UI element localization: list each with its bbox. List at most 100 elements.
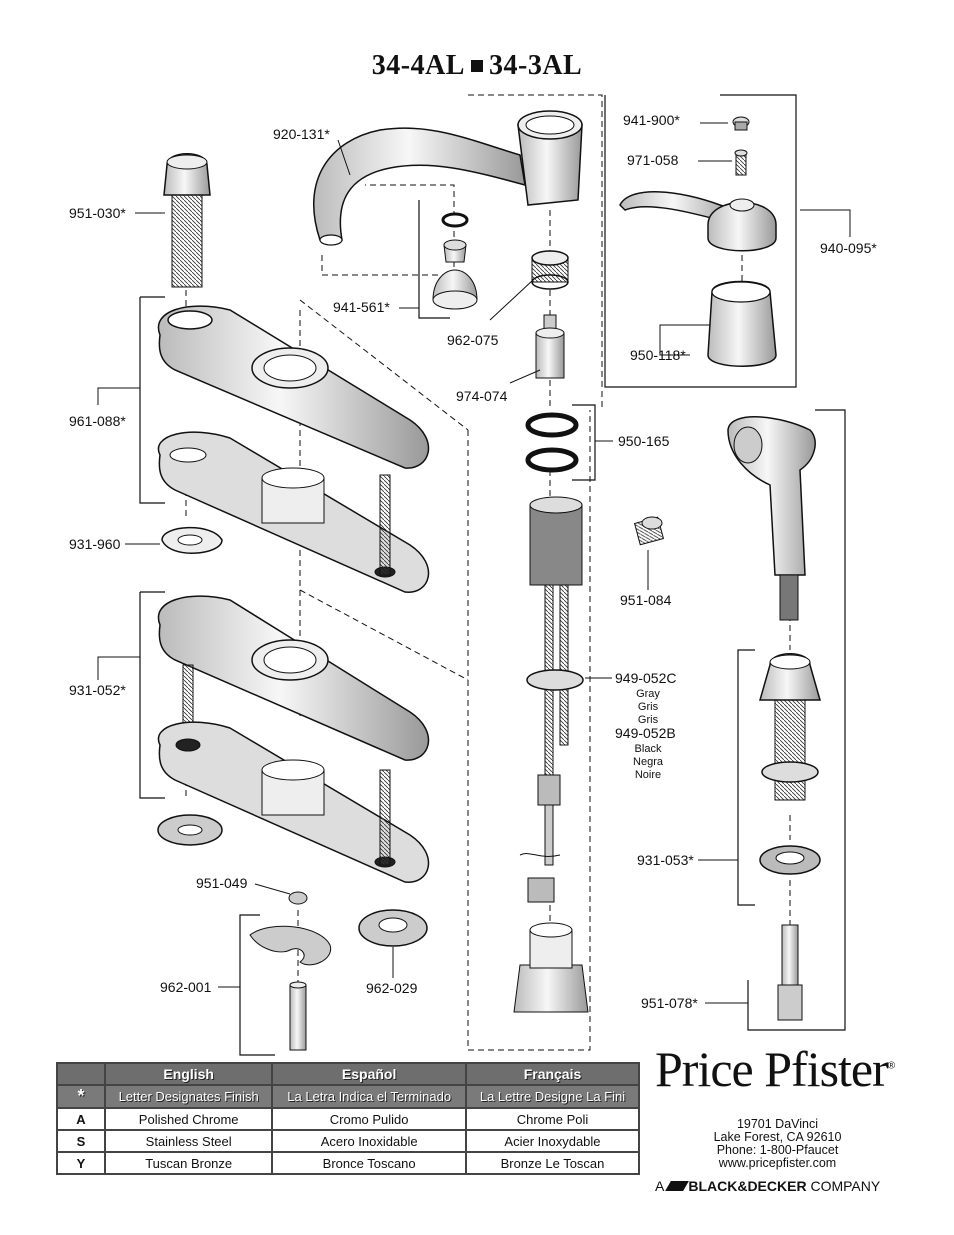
company-address: 19701 DaVinci Lake Forest, CA 92610 Phon… [690, 1118, 865, 1170]
legend-header-row: English Español Français [56, 1062, 641, 1086]
note-gray-fr: Gris [638, 714, 659, 726]
legend-french: Bronze Le Toscan [464, 1151, 641, 1175]
legend-row: S Stainless Steel Acero Inoxidable Acier… [56, 1129, 641, 1153]
base-gasket-part [157, 431, 430, 593]
lever-handle-part [619, 191, 777, 252]
label-950-118: 950-118* [630, 347, 686, 363]
legend-row: A Polished Chrome Cromo Pulido Chrome Po… [56, 1107, 641, 1131]
label-940-095: 940-095* [820, 240, 877, 256]
label-949-052c: 949-052C [615, 670, 677, 686]
spray-support-part [163, 153, 211, 288]
o-rings-part [525, 412, 579, 473]
label-974-074: 974-074 [456, 388, 508, 404]
hose-guide-alt-part [157, 814, 223, 846]
note-gray-en: Gray [636, 688, 660, 700]
quick-connect-part [777, 924, 803, 1021]
finish-legend-table: English Español Français * Letter Design… [56, 1062, 641, 1175]
leader-lines [97, 122, 851, 1004]
label-931-053: 931-053* [637, 852, 694, 868]
address-line1: 19701 DaVinci [736, 1117, 819, 1131]
label-931-052: 931-052* [69, 682, 126, 698]
brand-name: Price Pfister [655, 1041, 889, 1097]
legend-header-english: English [103, 1062, 274, 1086]
mounting-nut-part [513, 922, 589, 1013]
label-949-052b: 949-052B [615, 725, 676, 741]
registered-mark-icon: ® [887, 1060, 895, 1072]
retaining-clip-part [249, 925, 332, 1051]
escutcheon-plate-alt-part [157, 595, 430, 761]
company-suffix: COMPANY [810, 1178, 881, 1194]
note-black-es: Negra [633, 756, 664, 768]
nut-962-075-part [531, 250, 569, 290]
label-920-131: 920-131* [273, 126, 330, 142]
legend-french: Acier Inoxydable [464, 1129, 641, 1153]
note-gray-es: Gris [638, 701, 659, 713]
faucet-body-part [517, 110, 583, 206]
website-link[interactable]: www.pricepfister.com [718, 1156, 837, 1170]
legend-header-french: Français [464, 1062, 641, 1086]
model-a: 34-4AL [371, 50, 465, 81]
legend-spanish: Cromo Pulido [271, 1107, 467, 1131]
escutcheon-plate-part [157, 305, 430, 469]
parent-company: A BLACK&DECKER COMPANY [655, 1178, 880, 1194]
label-971-058: 971-058 [627, 152, 679, 168]
spout-part [313, 127, 526, 246]
legend-english: Stainless Steel [103, 1129, 274, 1153]
spray-head-part [727, 416, 816, 621]
dome-cover-part [707, 280, 777, 367]
note-black-en: Black [635, 743, 662, 755]
legend-code: Y [56, 1151, 106, 1175]
legend-french: La Lettre Designe La Fini [464, 1084, 641, 1109]
handle-cap-part [732, 116, 750, 131]
company-name: BLACK&DECKER [688, 1178, 807, 1194]
legend-header-spanish: Español [271, 1062, 467, 1086]
handle-screw-part [734, 149, 748, 176]
label-950-165: 950-165 [618, 433, 670, 449]
base-gasket-alt-part [157, 721, 430, 883]
legend-spanish: Bronce Toscano [271, 1151, 467, 1175]
legend-english: Letter Designates Finish [103, 1084, 274, 1109]
legend-header-code [56, 1062, 106, 1086]
spray-nut-part [759, 845, 821, 875]
label-951-078: 951-078* [641, 995, 698, 1011]
aerator-parts [432, 212, 478, 310]
legend-french: Chrome Poli [464, 1107, 641, 1131]
note-black-fr: Noire [635, 769, 661, 781]
label-962-001: 962-001 [160, 979, 212, 995]
label-951-049: 951-049 [196, 875, 248, 891]
label-961-088: 961-088* [69, 413, 126, 429]
page-title: 34-4AL 34-3AL [0, 50, 954, 82]
check-valve-part [633, 516, 665, 546]
cartridge-part [535, 314, 565, 379]
brand-logo: Price Pfister® [655, 1040, 900, 1098]
company-prefix: A [655, 1178, 665, 1194]
address-line2: Lake Forest, CA 92610 [713, 1130, 842, 1144]
square-bullet-icon [471, 60, 483, 73]
label-962-029: 962-029 [366, 980, 418, 996]
legend-spanish: Acero Inoxidable [271, 1129, 467, 1153]
label-962-075: 962-075 [447, 332, 499, 348]
label-951-030: 951-030* [69, 205, 126, 221]
assembly-guide-lines [185, 94, 791, 1051]
lock-nut-part [358, 909, 428, 947]
legend-english: Polished Chrome [103, 1107, 274, 1131]
model-b: 34-3AL [489, 50, 583, 81]
legend-spanish: La Letra Indica el Terminado [271, 1084, 467, 1109]
label-941-561: 941-561* [333, 299, 390, 315]
legend-code: A [56, 1107, 106, 1131]
legend-row: Y Tuscan Bronze Bronce Toscano Bronze Le… [56, 1151, 641, 1175]
small-nut-part [288, 891, 308, 905]
spray-holder-part [759, 653, 821, 801]
legend-code: S [56, 1129, 106, 1153]
legend-row: * Letter Designates Finish La Letra Indi… [56, 1084, 641, 1109]
legend-english: Tuscan Bronze [103, 1151, 274, 1175]
label-951-084: 951-084 [620, 592, 672, 608]
hose-guide-part [161, 526, 223, 554]
phone-number: Phone: 1-800-Pfaucet [716, 1143, 839, 1157]
valve-shank-part [519, 496, 584, 903]
black-decker-logo-icon [665, 1181, 690, 1191]
label-931-960: 931-960 [69, 536, 121, 552]
legend-code: * [56, 1084, 106, 1109]
label-941-900: 941-900* [623, 112, 680, 128]
